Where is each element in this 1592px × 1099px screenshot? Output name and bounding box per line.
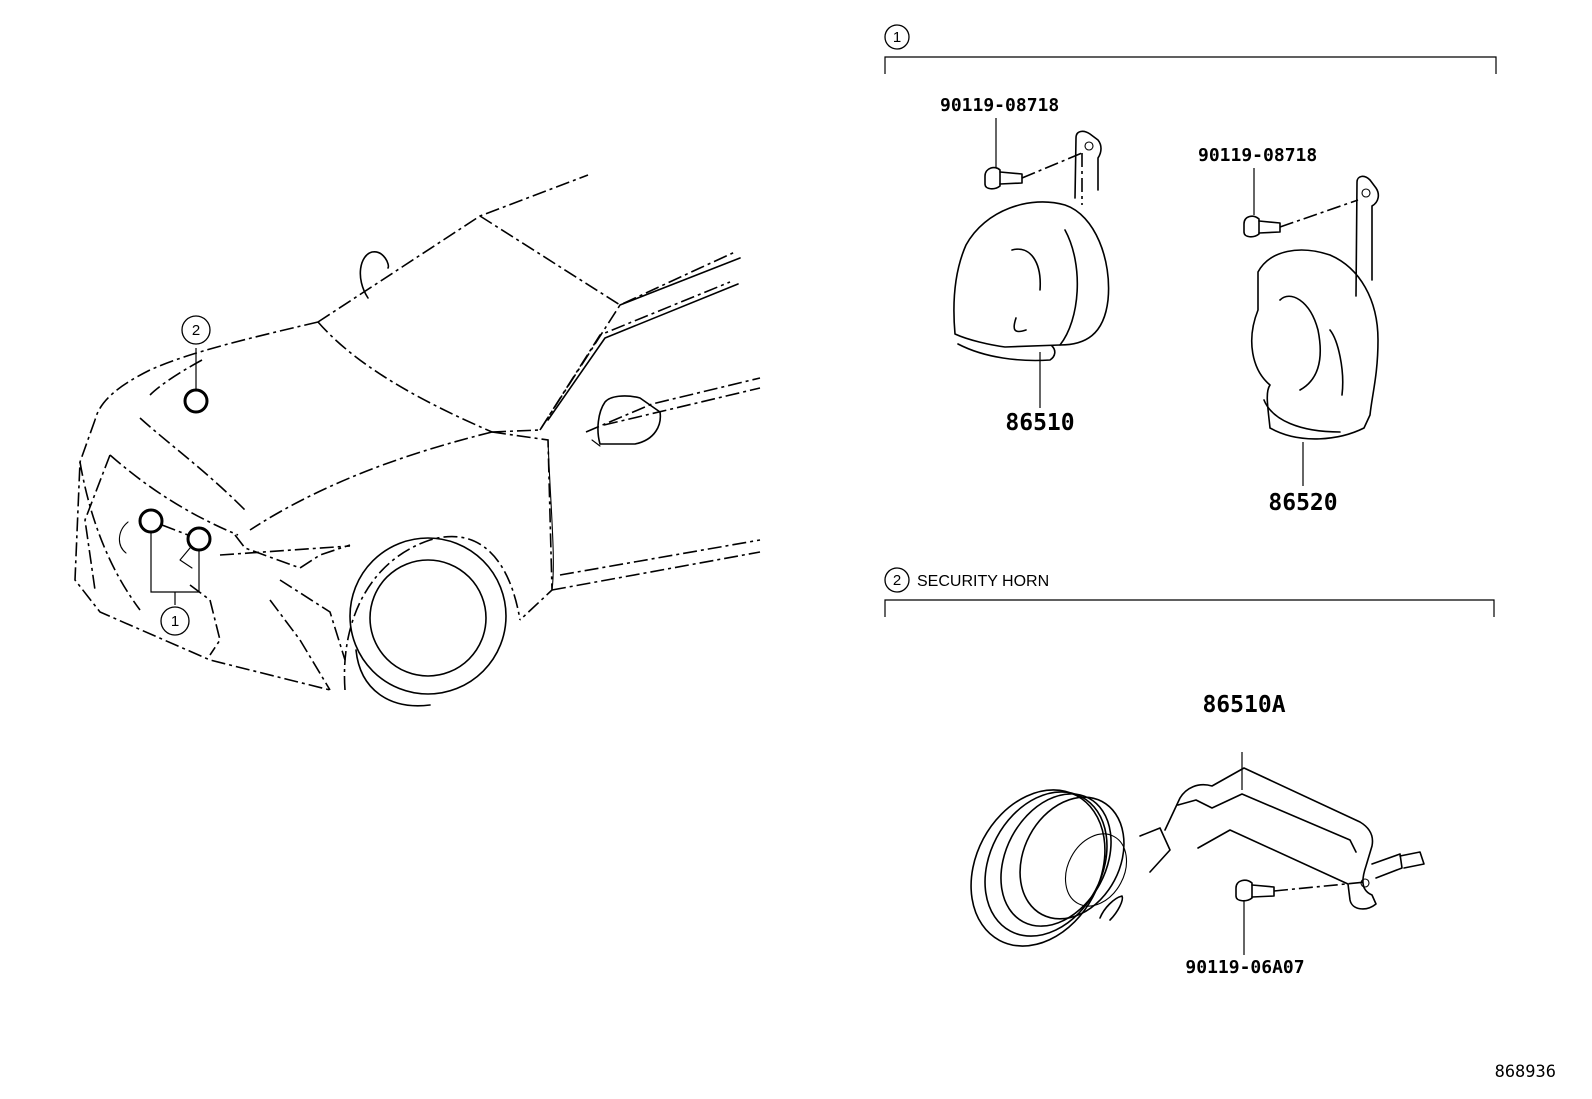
horn-high-part-number: 86520 bbox=[1268, 490, 1337, 516]
section-2-number: 2 bbox=[893, 572, 901, 589]
security-horn-part-number: 86510A bbox=[1202, 692, 1285, 718]
horn-location-marker-left bbox=[138, 508, 164, 534]
diagram-reference-number: 868936 bbox=[1495, 1062, 1556, 1082]
bolt-left-part-number: 90119-08718 bbox=[940, 95, 1059, 116]
section-1-frame: 1 bbox=[884, 24, 1497, 74]
callout-label-1: 1 bbox=[171, 613, 179, 630]
bolt-security-part-number: 90119-06A07 bbox=[1185, 957, 1304, 978]
horn-low-part-number: 86510 bbox=[1005, 410, 1074, 436]
section-1-number: 1 bbox=[893, 29, 901, 46]
horn-location-marker-right bbox=[186, 526, 212, 552]
security-horn-location-marker bbox=[183, 388, 209, 414]
bolt-right-part-number: 90119-08718 bbox=[1198, 145, 1317, 166]
horn-high-drawing bbox=[1243, 168, 1380, 486]
section-2-frame: 2 SECURITY HORN bbox=[884, 567, 1495, 617]
callout-label-2: 2 bbox=[192, 322, 200, 339]
callout-circle-2 bbox=[181, 315, 211, 345]
security-horn-drawing bbox=[970, 752, 1425, 955]
vehicle-horn-locations: 2 1 bbox=[138, 315, 212, 636]
section-2-title: SECURITY HORN bbox=[917, 573, 1049, 590]
callout-circle-1 bbox=[160, 606, 190, 636]
horn-low-drawing bbox=[953, 118, 1110, 408]
